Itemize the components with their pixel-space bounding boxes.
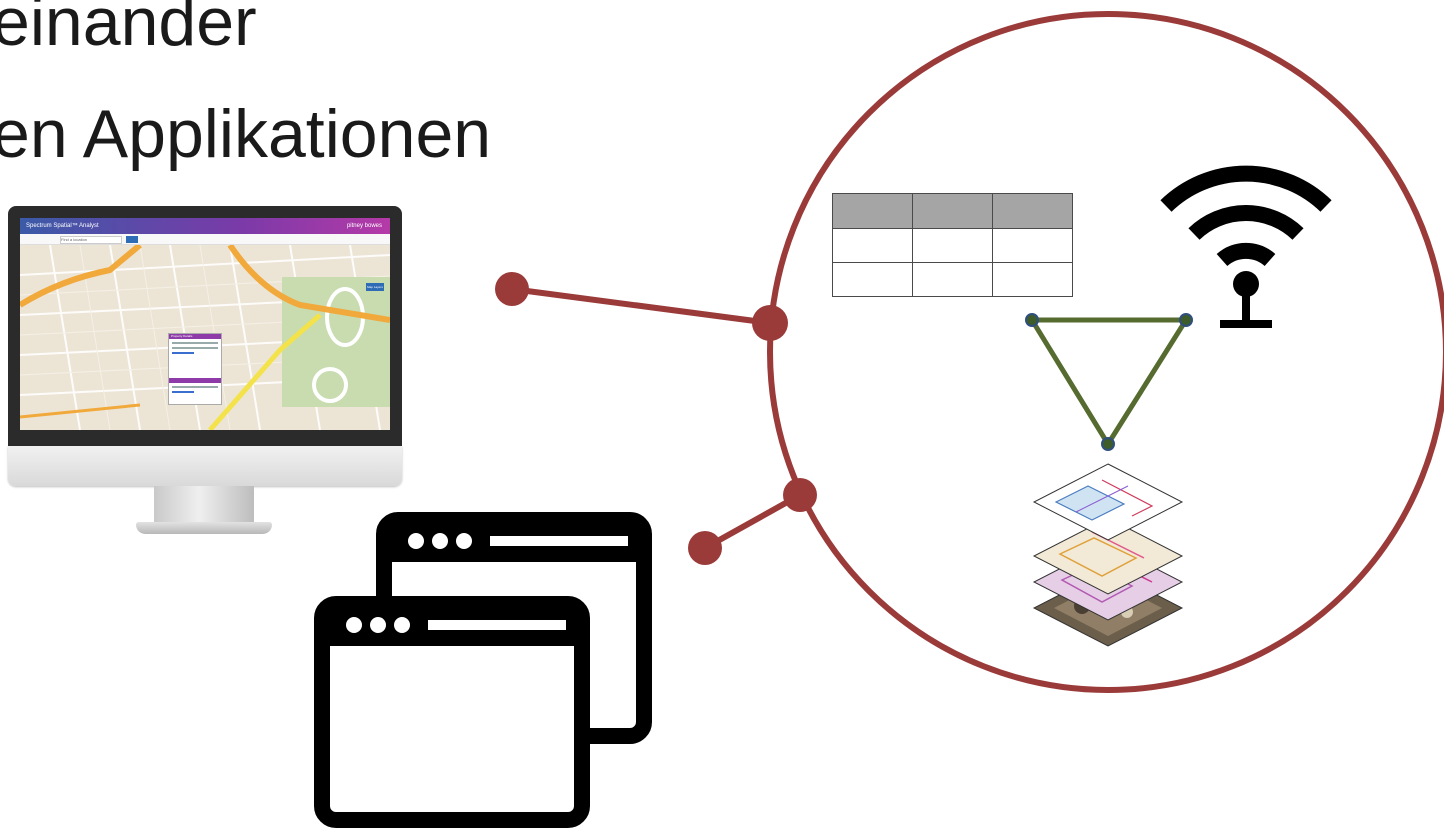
map-view: Property Details Map Layers — [20, 245, 390, 430]
connector-dot-browser-join — [783, 478, 817, 512]
monitor-stand-neck — [154, 486, 254, 524]
data-table-icon — [832, 193, 1073, 297]
connector-dot-browser-end — [688, 531, 722, 565]
monitor-chin — [8, 446, 402, 486]
data-hub-circle — [767, 11, 1444, 693]
table-row — [832, 228, 1073, 263]
property-popup: Property Details — [168, 333, 222, 405]
map-layers-button: Map Layers — [366, 283, 384, 291]
connector-line-monitor — [511, 286, 771, 326]
app-search-box: Find a location — [60, 236, 122, 244]
app-title: Spectrum Spatial™ Analyst — [26, 223, 99, 229]
app-title-bar: Spectrum Spatial™ Analyst pitney bowes — [20, 218, 390, 234]
table-header-row — [832, 193, 1073, 229]
layer-floorplan — [1032, 463, 1184, 541]
network-triangle-icon — [1025, 313, 1193, 451]
app-toolbar: Find a location — [20, 234, 390, 245]
map-layers-icon — [1032, 463, 1184, 647]
browser-window-icon-front — [314, 596, 590, 828]
connector-line-browser — [703, 492, 802, 551]
connector-dot-monitor-join — [752, 305, 788, 341]
app-brand: pitney bowes — [346, 223, 382, 229]
headline-line-2: en Applikationen — [0, 96, 492, 172]
monitor-stand-foot — [136, 522, 272, 534]
app-search-button — [126, 236, 138, 243]
table-row — [832, 262, 1073, 297]
desktop-monitor: Spectrum Spatial™ Analyst pitney bowes F… — [8, 206, 402, 536]
headline-line-1: einander — [0, 0, 257, 60]
connector-dot-monitor-end — [495, 272, 529, 306]
map-application-screenshot: Spectrum Spatial™ Analyst pitney bowes F… — [20, 218, 390, 430]
wifi-antenna-icon — [1160, 165, 1332, 328]
popup-title: Property Details — [169, 334, 221, 339]
